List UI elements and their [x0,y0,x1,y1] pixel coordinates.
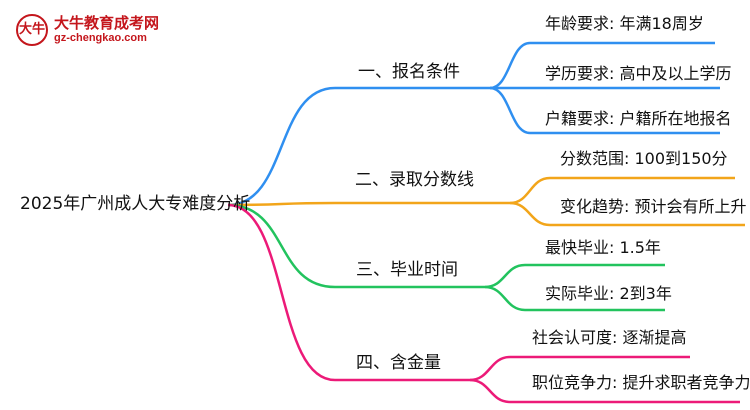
logo-title: 大牛教育成考网 [54,14,160,32]
leaf-trend: 变化趋势: 预计会有所上升 [560,197,747,216]
leaf-connector-graduation-time-1 [484,263,665,289]
leaf-score-range: 分数范围: 100到150分 [560,149,728,168]
leaf-connector-admission-score-2 [509,201,745,227]
leaf-actual-graduation: 实际毕业: 2到3年 [545,284,672,303]
leaf-education-requirement: 学历要求: 高中及以上学历 [545,64,732,83]
branch-label-graduation-time: 三、毕业时间 [356,260,458,280]
branch-connector-admission-score [227,201,510,207]
branch-connector-registration [227,86,490,207]
leaf-connector-value-1 [469,355,690,382]
leaf-age-requirement: 年龄要求: 年满18周岁 [545,14,704,33]
branch-label-value: 四、含金量 [356,353,441,373]
branch-label-admission-score: 二、录取分数线 [355,170,474,190]
root-topic: 2025年广州成人大专难度分析 [20,194,251,214]
logo-url: gz-chengkao.com [54,32,147,44]
leaf-connector-graduation-time-2 [484,285,665,312]
leaf-fastest-graduation: 最快毕业: 1.5年 [545,238,661,257]
branch-connector-graduation-time [227,203,485,289]
branch-connector-value [227,203,470,382]
leaf-connector-admission-score-1 [509,176,735,205]
leaf-residence-requirement: 户籍要求: 户籍所在地报名 [545,109,732,128]
leaf-job-competitiveness: 职位竞争力: 提升求职者竞争力 [532,373,750,392]
logo-mark: 大牛 [16,14,48,46]
branch-label-registration: 一、报名条件 [358,62,460,82]
leaf-connector-registration-1 [489,41,715,90]
leaf-connector-value-2 [469,378,740,404]
leaf-social-recognition: 社会认可度: 逐渐提高 [532,328,687,347]
site-logo[interactable]: 大牛 大牛教育成考网 gz-chengkao.com [6,10,206,54]
leaf-connector-registration-3 [489,86,720,135]
